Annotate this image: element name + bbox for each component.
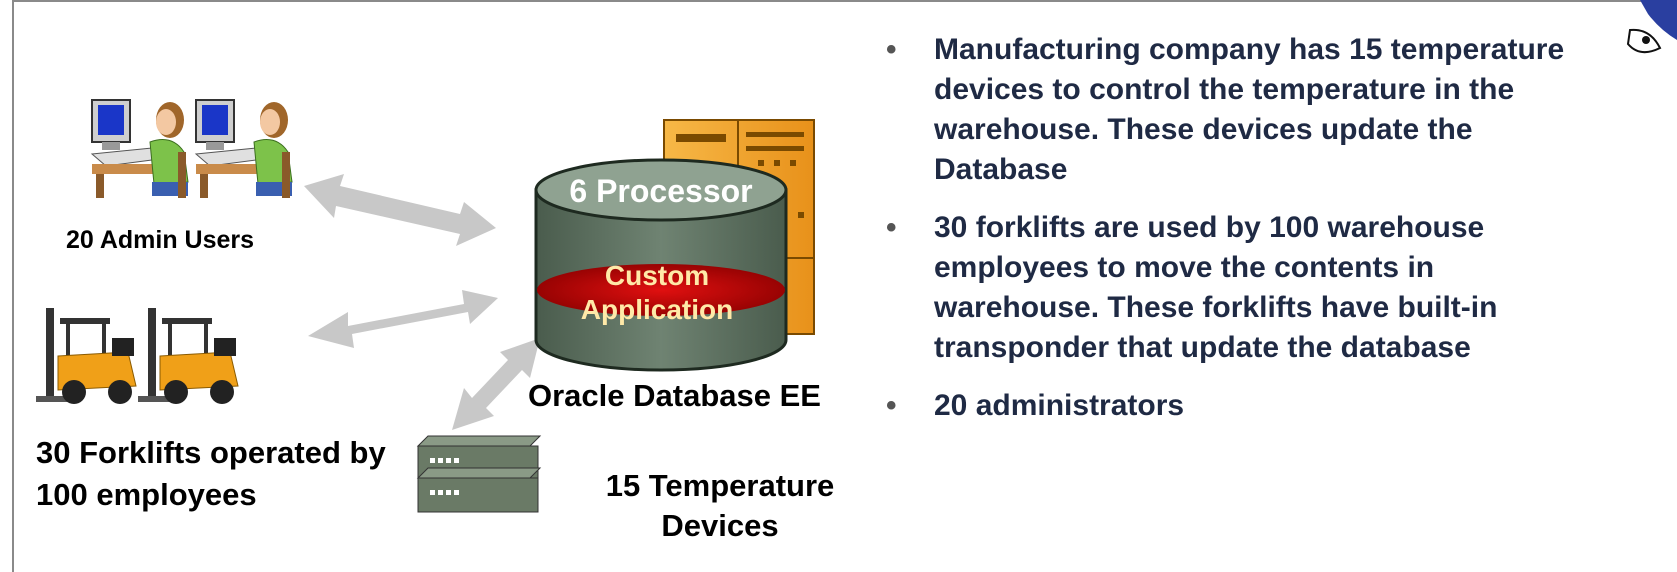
bullet-dot: • <box>886 211 897 244</box>
admin-users-label: 20 Admin Users <box>66 226 255 254</box>
forklift-icon <box>36 308 137 404</box>
bullet-text: 30 forklifts are used by 100 warehouse e… <box>934 211 1498 364</box>
temperature-device-icon <box>416 435 542 513</box>
bullet-text: 20 administrators <box>934 389 1185 422</box>
bullet-dot: • <box>886 33 897 66</box>
slide-frame <box>12 0 1677 572</box>
forklift-icon <box>138 308 239 404</box>
double-arrow-admin <box>304 174 496 246</box>
database-cylinder <box>534 158 788 372</box>
double-arrow-forklift <box>308 290 498 348</box>
bullet-item: • 30 forklifts are used by 100 warehouse… <box>886 208 1566 368</box>
bullet-dot: • <box>886 389 897 422</box>
bullet-list: • Manufacturing company has 15 temperatu… <box>886 30 1566 444</box>
admin-user-icon <box>90 99 189 198</box>
bullet-item: • Manufacturing company has 15 temperatu… <box>886 30 1566 190</box>
custom-app-line2: Application <box>581 294 733 325</box>
processor-label: 6 Processor <box>569 173 752 209</box>
admin-user-icon <box>194 99 293 198</box>
database-label: Oracle Database EE <box>528 378 821 413</box>
temperature-devices-label: 15 Temperature Devices <box>605 468 835 543</box>
forklifts-label: 30 Forklifts operated by 100 employees <box>36 435 386 512</box>
bullet-text: Manufacturing company has 15 temperature… <box>934 33 1565 186</box>
custom-app-line1: Custom <box>605 260 709 291</box>
bullet-item: • 20 administrators <box>886 386 1566 426</box>
double-arrow-temperature <box>452 338 540 430</box>
logo-icon <box>1626 0 1677 54</box>
